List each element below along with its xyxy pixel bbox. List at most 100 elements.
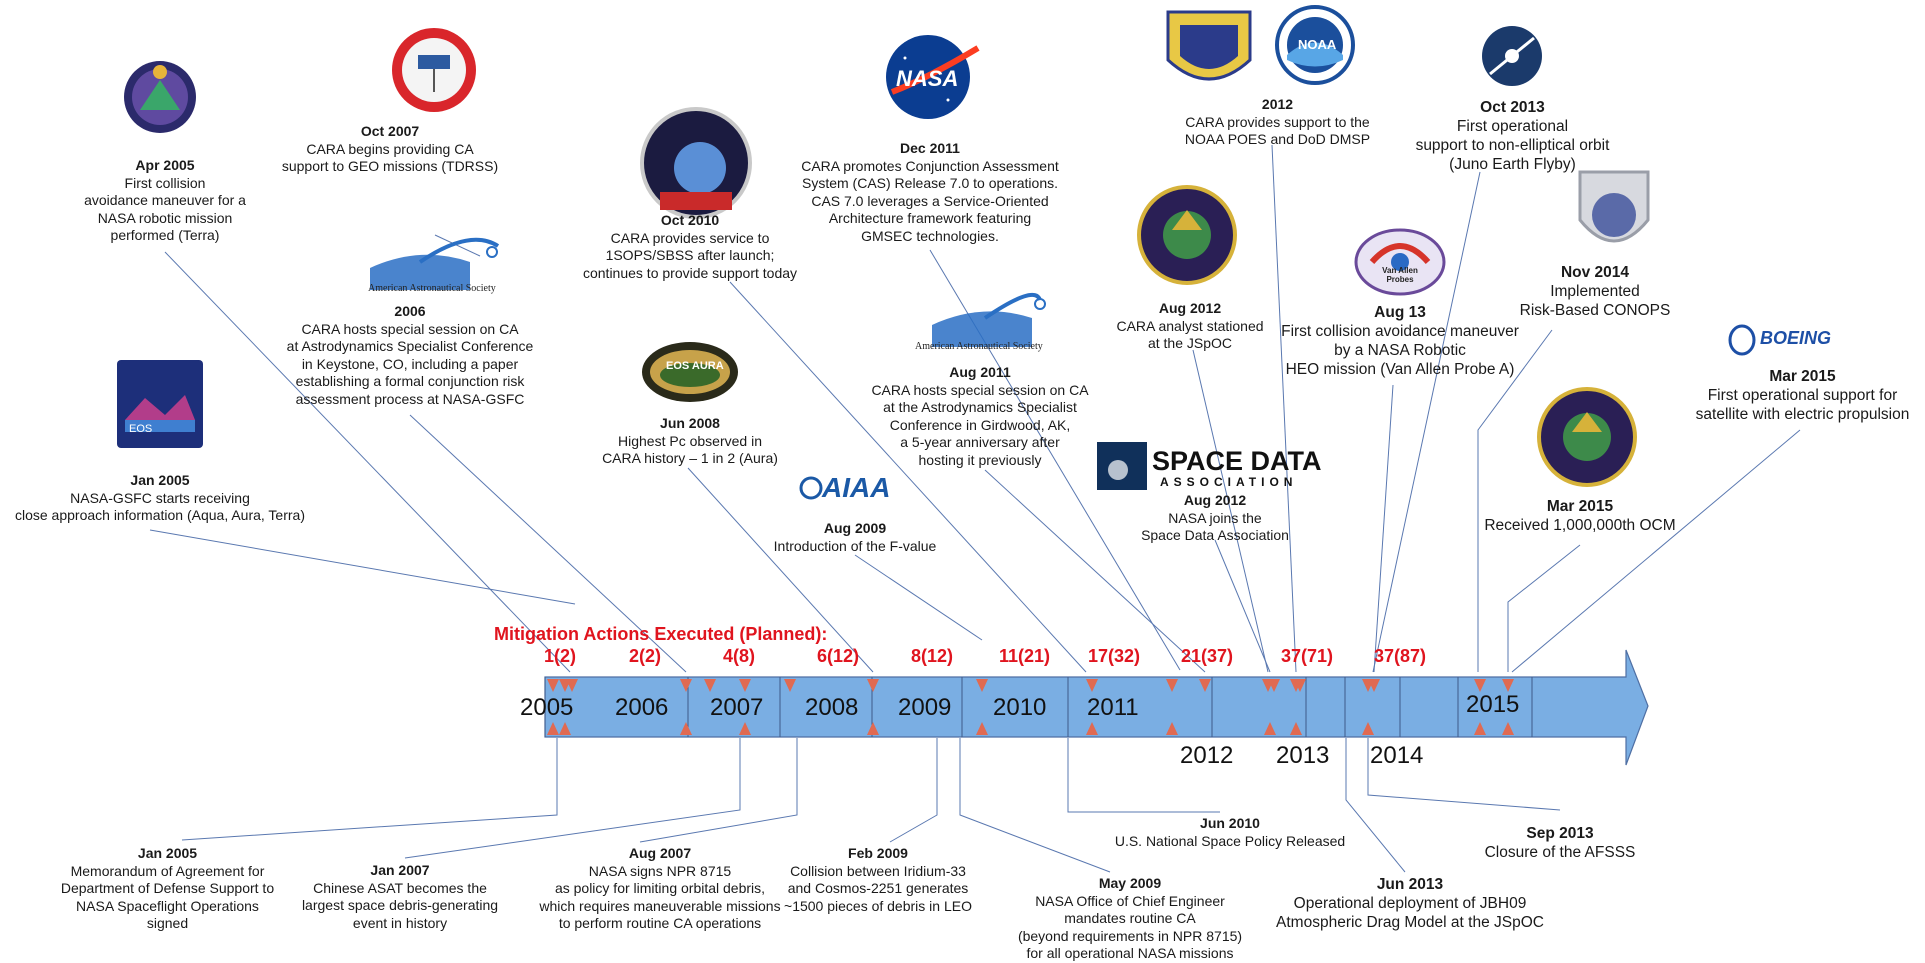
year-label: 2012 [1180,742,1234,769]
event-date: Jan 2007 [370,862,430,878]
event-date: Feb 2009 [848,845,908,861]
event-text: First operational support for satellite … [1695,387,1910,423]
event-date: Mar 2015 [1546,498,1614,515]
event-aug-2012-sda: Aug 2012 NASA joins the Space Data Assoc… [1125,492,1305,545]
juno-spacecraft-logo [1482,26,1542,86]
event-dec-2011: Dec 2011 CARA promotes Conjunction Asses… [785,140,1075,245]
van-allen-logo-text: Van Allen Probes [1382,266,1418,284]
year-label: 2009 [898,694,952,721]
event-text: First collision avoidance maneuver by a … [1281,323,1519,378]
milestone-markers [547,679,1514,735]
event-oct-2010: Oct 2010 CARA provides service to 1SOPS/… [560,212,820,282]
year-label: 2005 [520,694,574,721]
event-date: Aug 2012 [1183,492,1247,508]
milestone-triangle [739,722,751,735]
milestone-triangle [1199,679,1211,692]
mitigation-count: 1(2) [544,646,577,666]
event-date: Nov 2014 [1560,264,1630,281]
milestone-triangle [1290,722,1302,735]
event-date: Mar 2015 [1769,368,1836,385]
aiaa-logo-text: AIAA [822,472,891,503]
event-jun-2013-jbh09: Jun 2013 Operational deployment of JBH09… [1270,875,1550,932]
milestone-triangle [976,722,988,735]
milestone-triangle [1086,679,1098,692]
sda-logo-text: ASSOCIATION [1160,475,1298,489]
event-date: Jan 2005 [137,845,198,861]
year-label: 2011 [1087,694,1139,721]
event-jun-2008: Jun 2008 Highest Pc observed in CARA his… [580,415,800,468]
event-aug-2011: Aug 2011 CARA hosts special session on C… [860,364,1100,469]
eos-aura-logo [642,342,738,402]
mitigation-count: 2(2) [629,646,662,666]
event-aug-13: Aug 13 First collision avoidance maneuve… [1255,303,1545,379]
milestone-triangle [566,679,578,692]
mitigation-count: 8(12) [911,646,954,666]
event-jan-2005-moa: Jan 2005 Memorandum of Agreement for Dep… [55,845,280,933]
event-date: Jun 2010 [1200,815,1260,831]
mitigation-count: 17(32) [1088,646,1141,666]
event-text: Introduction of the F-value [773,537,937,554]
event-date: Oct 2013 [1480,99,1545,116]
nasa-meatball-logo [886,35,980,119]
event-date: Apr 2005 [135,157,195,173]
event-date: 2006 [394,303,426,319]
robotic-conjunction-shield-logo [1578,170,1650,243]
year-label: 2015 [1466,691,1520,718]
sbss-patch-logo [640,107,752,219]
milestone-triangle [1166,722,1178,735]
van-allen-probes-logo [1354,228,1446,296]
year-label: 2007 [710,694,764,721]
aas-logo [932,292,1046,347]
event-text: NASA signs NPR 8715 as policy for limiti… [539,862,781,932]
jspoc-patch-logo [1537,387,1637,487]
eos-aura-logo-text: EOS AURA [666,360,724,372]
event-text: Operational deployment of JBH09 Atmosphe… [1276,895,1544,931]
event-aug-2012-jspoc: Aug 2012 CARA analyst stationed at the J… [1100,300,1280,353]
mitigation-count: 21(37) [1181,646,1234,666]
event-text: NASA Office of Chief Engineer mandates r… [1017,892,1243,962]
milestone-triangle [784,679,796,692]
milestone-triangle [1268,679,1280,692]
event-date: Oct 2010 [660,212,720,228]
leader-lines [149,144,1801,873]
event-text: NASA joins the Space Data Association [1141,509,1289,544]
timeline-arrow [544,649,1649,766]
event-date: Aug 13 [1374,304,1426,321]
aas-logo [370,237,500,290]
event-text: NASA-GSFC starts receiving close approac… [14,489,305,524]
milestone-triangle [1086,722,1098,735]
event-date: Aug 2012 [1158,300,1222,316]
event-text: CARA analyst stationed at the JSpOC [1116,317,1264,352]
milestone-triangle [867,722,879,735]
event-may-2009-oce: May 2009 NASA Office of Chief Engineer m… [1010,875,1250,963]
milestone-triangle [1474,679,1486,692]
milestone-triangle [680,679,692,692]
event-date: Jan 2005 [130,472,190,488]
event-text: CARA provides support to the NOAA POES a… [1184,113,1371,148]
aas-logo-text: American Astronautical Society [915,341,1043,352]
event-nov-2014: Nov 2014 Implemented Risk-Based CONOPS [1500,263,1690,320]
milestone-triangle [1502,722,1514,735]
event-date: Aug 2009 [823,520,887,536]
event-text: Highest Pc observed in CARA history – 1 … [602,432,778,467]
event-jan-2005: Jan 2005 NASA-GSFC starts receiving clos… [0,472,320,525]
milestone-triangle [976,679,988,692]
milestone-triangle [739,679,751,692]
nasa-logo-text: NASA [896,66,959,91]
event-2012: 2012 CARA provides support to the NOAA P… [1170,96,1385,149]
mitigation-count: 4(8) [723,646,756,666]
milestone-triangle [547,722,559,735]
event-date: Sep 2013 [1526,825,1594,842]
event-jun-2010-policy: Jun 2010 U.S. National Space Policy Rele… [1100,815,1360,850]
boeing-logo-text: BOEING [1760,328,1832,348]
event-oct-2007: Oct 2007 CARA begins providing CA suppor… [260,123,520,176]
boeing-logo [1728,324,1756,356]
milestone-triangle [867,679,879,692]
year-label: 2008 [805,694,859,721]
event-text: U.S. National Space Policy Released [1114,832,1346,849]
event-text: Received 1,000,000th OCM [1484,517,1676,534]
event-jan-2007-asat: Jan 2007 Chinese ASAT becomes the larges… [295,862,505,932]
milestone-triangle [1294,679,1306,692]
aiaa-logo [799,476,823,500]
